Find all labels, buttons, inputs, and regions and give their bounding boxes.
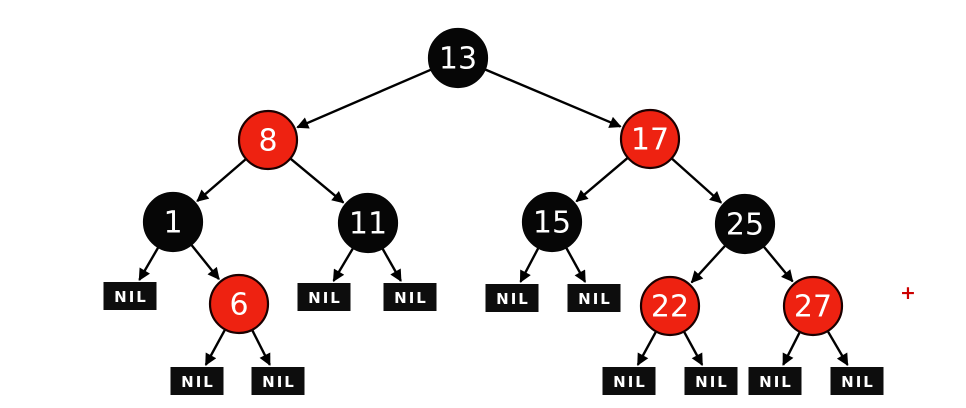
tree-node-label: 25 bbox=[726, 208, 764, 243]
tree-edge-n11-nilB bbox=[332, 244, 356, 282]
tree-edge-n6-nilF bbox=[204, 326, 228, 366]
tree-edge-n8-n1 bbox=[196, 156, 250, 202]
tree-node-label: 15 bbox=[533, 206, 571, 241]
tree-node-8: 8 bbox=[237, 109, 299, 171]
nil-box-rect bbox=[684, 367, 738, 395]
tree-edge-n27-nilK bbox=[825, 327, 849, 366]
nil-box-rect bbox=[748, 367, 802, 395]
tree-edge-n6-nilG bbox=[249, 326, 271, 366]
nil-box: NIL bbox=[567, 284, 621, 312]
tree-edge-n13-n17 bbox=[481, 67, 622, 128]
black-node-circle bbox=[427, 27, 489, 89]
nil-box: NIL bbox=[170, 367, 224, 395]
black-node-circle bbox=[521, 191, 583, 253]
tree-node-label: 1 bbox=[163, 206, 182, 241]
nil-box: NIL bbox=[748, 367, 802, 395]
tree-edge-n8-n11 bbox=[287, 155, 345, 204]
tree-edge-n25-n22 bbox=[690, 242, 729, 284]
red-node-circle bbox=[782, 275, 844, 337]
tree-node-27: 27 bbox=[782, 275, 844, 337]
nil-box-rect bbox=[251, 367, 305, 395]
tree-node-label: 17 bbox=[631, 123, 669, 158]
tree-edge-n25-n27 bbox=[760, 243, 794, 283]
nil-box-label: NIL bbox=[181, 373, 215, 391]
tree-node-25: 25 bbox=[714, 193, 776, 255]
nil-box-label: NIL bbox=[308, 289, 342, 307]
nil-box: NIL bbox=[684, 367, 738, 395]
black-node-circle bbox=[714, 193, 776, 255]
nil-box-label: NIL bbox=[394, 289, 428, 307]
tree-node-11: 11 bbox=[337, 192, 399, 254]
nil-box: NIL bbox=[485, 284, 539, 312]
nil-box-label: NIL bbox=[613, 373, 647, 391]
nil-layer: NIL NIL NIL NIL NIL NIL NIL NIL NIL NIL NIL bbox=[103, 282, 884, 395]
tree-edge-n22-nilH bbox=[636, 328, 659, 366]
nil-box-label: NIL bbox=[262, 373, 296, 391]
nil-box: NIL bbox=[830, 367, 884, 395]
red-node-circle bbox=[237, 109, 299, 171]
tree-node-label: 11 bbox=[349, 207, 387, 242]
nil-box-rect bbox=[567, 284, 621, 312]
nil-box-rect bbox=[297, 283, 351, 311]
nil-box-rect bbox=[485, 284, 539, 312]
tree-edge-n1-nilA bbox=[138, 243, 161, 281]
tree-node-label: 27 bbox=[794, 290, 832, 325]
nil-box: NIL bbox=[297, 283, 351, 311]
black-node-circle bbox=[142, 191, 204, 253]
tree-node-1: 1 bbox=[142, 191, 204, 253]
nil-box-label: NIL bbox=[114, 288, 148, 306]
nil-box-rect bbox=[830, 367, 884, 395]
red-node-circle bbox=[619, 108, 681, 170]
nil-box-label: NIL bbox=[759, 373, 793, 391]
nil-box: NIL bbox=[602, 367, 656, 395]
nil-box-label: NIL bbox=[695, 373, 729, 391]
red-node-circle bbox=[208, 273, 270, 335]
tree-node-17: 17 bbox=[619, 108, 681, 170]
cursor-cross-icon: + bbox=[900, 282, 916, 304]
nil-box-label: NIL bbox=[841, 373, 875, 391]
nil-box-rect bbox=[383, 283, 437, 311]
nil-box: NIL bbox=[103, 282, 157, 310]
nil-box-label: NIL bbox=[578, 290, 612, 308]
tree-edge-n17-n15 bbox=[575, 154, 631, 203]
tree-edge-n1-n6 bbox=[188, 241, 220, 281]
red-node-circle bbox=[639, 275, 701, 337]
tree-node-label: 8 bbox=[258, 124, 277, 159]
tree-node-label: 22 bbox=[651, 290, 689, 325]
tree-edge-n11-nilC bbox=[379, 245, 402, 282]
tree-edge-n27-nilJ bbox=[782, 328, 803, 366]
tree-node-22: 22 bbox=[639, 275, 701, 337]
edge-layer bbox=[138, 67, 849, 366]
nil-box-rect bbox=[103, 282, 157, 310]
tree-edge-n22-nilI bbox=[681, 328, 704, 366]
nil-box-rect bbox=[602, 367, 656, 395]
tree-edge-n15-nilE bbox=[563, 244, 587, 283]
black-node-circle bbox=[337, 192, 399, 254]
tree-node-label: 6 bbox=[229, 288, 248, 323]
tree-edge-n13-n8 bbox=[296, 67, 435, 129]
tree-node-label: 13 bbox=[439, 42, 477, 77]
tree-edge-n17-n25 bbox=[668, 155, 723, 204]
tree-node-15: 15 bbox=[521, 191, 583, 253]
tree-edge-n15-nilD bbox=[519, 244, 541, 283]
tree-node-6: 6 bbox=[208, 273, 270, 335]
nil-box-rect bbox=[170, 367, 224, 395]
nil-box: NIL bbox=[251, 367, 305, 395]
nil-box: NIL bbox=[383, 283, 437, 311]
nil-box-label: NIL bbox=[496, 290, 530, 308]
tree-node-13: 13 bbox=[427, 27, 489, 89]
